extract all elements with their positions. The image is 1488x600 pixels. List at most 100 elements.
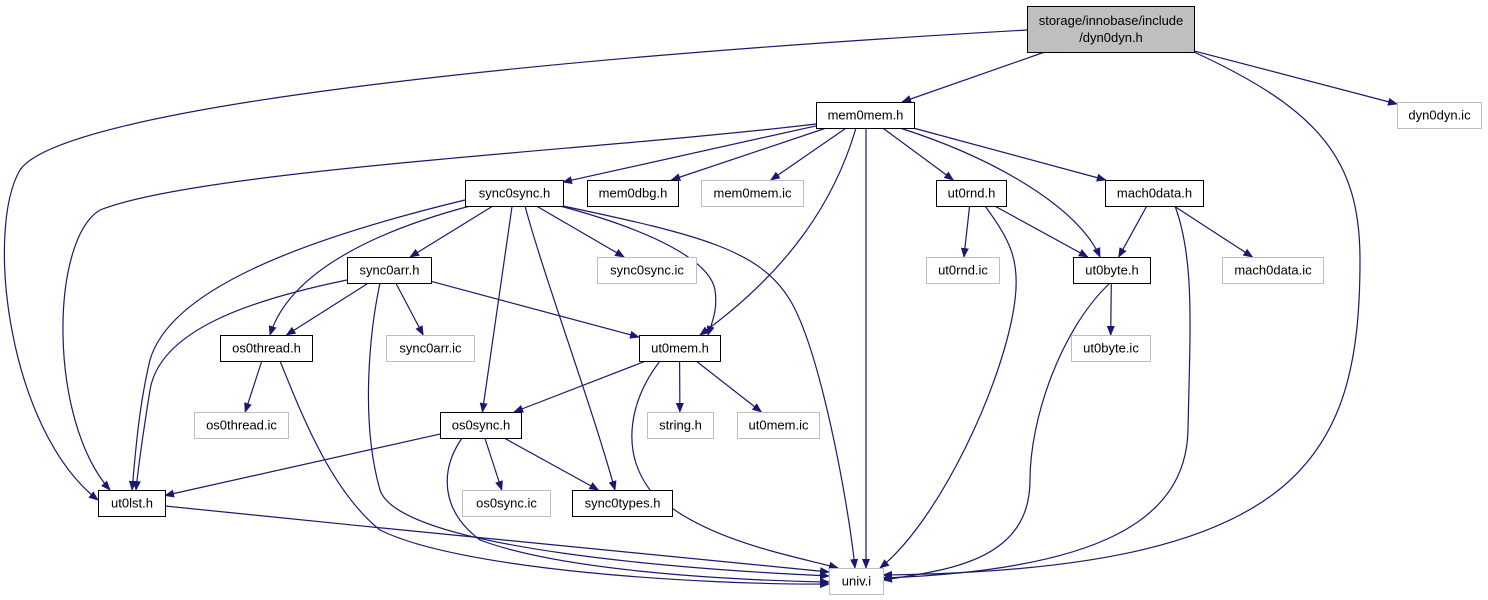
node-label: ut0byte.h bbox=[1085, 262, 1139, 277]
node-box bbox=[1073, 257, 1151, 284]
edge-sync0sync_h-to-os0thread_h bbox=[268, 205, 471, 336]
node-label: mem0mem.ic bbox=[713, 185, 792, 200]
node-label: mem0dbg.h bbox=[599, 185, 668, 200]
node-ut0rnd-ic: ut0rnd.ic bbox=[926, 257, 1000, 284]
node-label: mach0data.ic bbox=[1234, 262, 1312, 277]
edge-mem0mem_h-to-ut0byte_h bbox=[899, 127, 1101, 258]
node-box bbox=[1397, 102, 1482, 129]
edges-layer bbox=[3, 29, 1398, 589]
nodes-layer: storage/innobase/include/dyn0dyn.h mem0me… bbox=[98, 6, 1482, 595]
node-label: sync0arr.h bbox=[360, 262, 420, 277]
node-label: string.h bbox=[659, 417, 702, 432]
node-univ-i: univ.i bbox=[829, 568, 884, 595]
node-ut0rnd-h[interactable]: ut0rnd.h bbox=[936, 180, 1007, 207]
node-label: sync0types.h bbox=[585, 495, 661, 510]
node-sync0sync-h[interactable]: sync0sync.h bbox=[465, 180, 564, 207]
edge-dyn0dyn_h-to-dyn0dyn_ic bbox=[1193, 50, 1398, 106]
node-label: ut0mem.ic bbox=[749, 417, 809, 432]
node-mem0mem-ic: mem0mem.ic bbox=[701, 180, 804, 207]
node-box bbox=[1027, 6, 1195, 53]
edge-sync0arr_h-to-univ_i bbox=[367, 282, 830, 580]
node-label: os0sync.h bbox=[452, 417, 511, 432]
node-dyn0dyn-h[interactable]: storage/innobase/include/dyn0dyn.h bbox=[1027, 6, 1195, 53]
node-box bbox=[829, 568, 884, 595]
edge-ut0rnd_h-to-univ_i bbox=[879, 205, 1017, 569]
node-box bbox=[597, 257, 697, 284]
node-label: ut0rnd.ic bbox=[938, 262, 988, 277]
node-label: sync0sync.ic bbox=[610, 262, 684, 277]
edge-sync0sync_h-to-ut0lst_h bbox=[128, 199, 466, 491]
node-box bbox=[1222, 257, 1324, 284]
node-box bbox=[572, 490, 673, 517]
edge-mach0data_h-to-univ_i bbox=[882, 205, 1191, 582]
edge-ut0byte_h-to-ut0byte_ic bbox=[1106, 282, 1115, 336]
node-box bbox=[347, 257, 432, 284]
edge-ut0byte_h-to-univ_i bbox=[882, 282, 1111, 583]
node-label: ut0lst.h bbox=[111, 495, 153, 510]
edge-mem0mem_h-to-mach0data_h bbox=[913, 127, 1107, 182]
node-box bbox=[220, 335, 313, 362]
edge-mem0mem_h-to-ut0rnd_h bbox=[882, 127, 955, 181]
node-ut0byte-h[interactable]: ut0byte.h bbox=[1073, 257, 1151, 284]
node-os0sync-ic: os0sync.ic bbox=[462, 490, 551, 517]
edge-dyn0dyn_h-to-mem0mem_h bbox=[901, 51, 1045, 103]
edge-sync0sync_h-to-sync0sync_ic bbox=[536, 205, 625, 258]
node-label: os0thread.ic bbox=[206, 417, 277, 432]
node-mach0data-ic: mach0data.ic bbox=[1222, 257, 1324, 284]
edge-sync0sync_h-to-sync0types_h bbox=[524, 205, 617, 491]
node-mach0data-h[interactable]: mach0data.h bbox=[1105, 180, 1204, 207]
node-box bbox=[462, 490, 551, 517]
node-box bbox=[1071, 335, 1151, 362]
node-sync0arr-ic: sync0arr.ic bbox=[386, 335, 475, 362]
node-ut0lst-h[interactable]: ut0lst.h bbox=[98, 490, 166, 517]
node-os0thread-ic: os0thread.ic bbox=[194, 412, 289, 439]
node-box bbox=[587, 180, 679, 207]
node-label: mach0data.h bbox=[1117, 185, 1192, 200]
edge-os0thread_h-to-os0thread_ic bbox=[244, 360, 263, 413]
node-ut0mem-ic: ut0mem.ic bbox=[737, 412, 820, 439]
edge-sync0sync_h-to-os0sync_h bbox=[479, 205, 513, 413]
node-box bbox=[194, 412, 289, 439]
edge-mem0mem_h-to-ut0lst_h bbox=[62, 123, 817, 491]
node-label: os0thread.h bbox=[232, 340, 301, 355]
node-box bbox=[737, 412, 820, 439]
edge-ut0mem_h-to-os0sync_h bbox=[513, 360, 647, 413]
edge-sync0arr_h-to-ut0mem_h bbox=[430, 280, 640, 339]
node-box bbox=[639, 335, 721, 362]
edge-mem0mem_h-to-mem0mem_ic bbox=[769, 127, 847, 181]
node-label: /dyn0dyn.h bbox=[1079, 30, 1143, 45]
edge-os0sync_h-to-os0sync_ic bbox=[484, 437, 503, 491]
node-ut0mem-h[interactable]: ut0mem.h bbox=[639, 335, 721, 362]
edge-sync0arr_h-to-sync0arr_ic bbox=[395, 282, 424, 336]
node-label: ut0rnd.h bbox=[948, 185, 996, 200]
node-label: mem0mem.h bbox=[828, 107, 904, 122]
edge-sync0sync_h-to-sync0arr_h bbox=[409, 205, 494, 258]
node-label: univ.i bbox=[842, 573, 871, 588]
node-mem0dbg-h[interactable]: mem0dbg.h bbox=[587, 180, 679, 207]
edge-dyn0dyn_h-to-ut0lst_h bbox=[3, 29, 1028, 501]
node-box bbox=[936, 180, 1007, 207]
edge-os0sync_h-to-univ_i bbox=[446, 437, 830, 586]
edge-mem0mem_h-to-sync0sync_h bbox=[562, 125, 817, 185]
node-label: dyn0dyn.ic bbox=[1408, 107, 1471, 122]
node-box bbox=[816, 102, 915, 129]
edge-sync0arr_h-to-ut0lst_h bbox=[132, 279, 348, 491]
node-os0sync-h[interactable]: os0sync.h bbox=[440, 412, 522, 439]
node-label: storage/innobase/include bbox=[1039, 13, 1184, 28]
node-label: sync0sync.h bbox=[479, 185, 551, 200]
node-mem0mem-h[interactable]: mem0mem.h bbox=[816, 102, 915, 129]
node-sync0arr-h[interactable]: sync0arr.h bbox=[347, 257, 432, 284]
node-box bbox=[647, 412, 714, 439]
node-box bbox=[98, 490, 166, 517]
edge-sync0arr_h-to-os0thread_h bbox=[285, 282, 369, 336]
edge-os0thread_h-to-univ_i bbox=[279, 360, 830, 589]
node-label: sync0arr.ic bbox=[399, 340, 462, 355]
edge-mach0data_h-to-ut0byte_h bbox=[1118, 205, 1148, 258]
node-os0thread-h[interactable]: os0thread.h bbox=[220, 335, 313, 362]
edge-mem0mem_h-to-mem0dbg_h bbox=[670, 127, 827, 181]
node-label: ut0mem.h bbox=[651, 340, 709, 355]
node-sync0types-h[interactable]: sync0types.h bbox=[572, 490, 673, 517]
edge-dyn0dyn_h-to-univ_i bbox=[882, 51, 1361, 579]
node-box bbox=[1105, 180, 1204, 207]
